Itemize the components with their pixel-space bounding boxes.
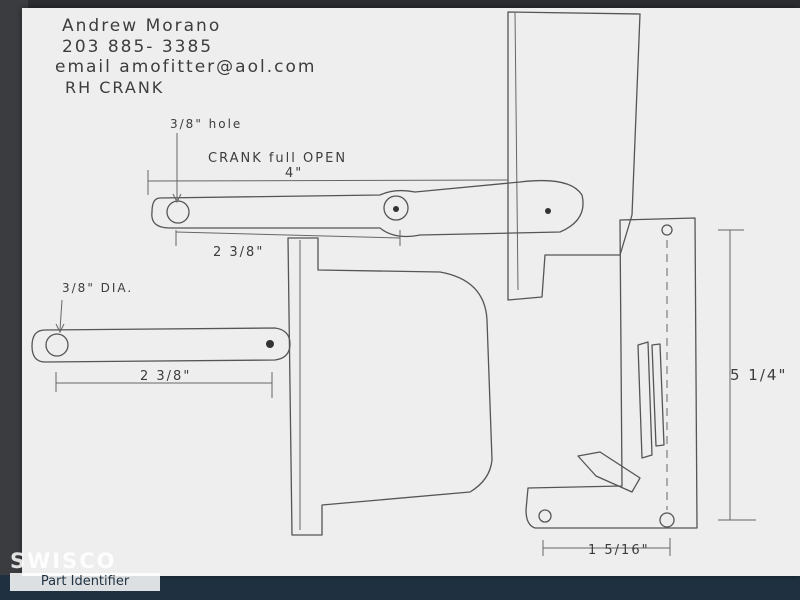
bracket-link-piece [577,451,641,493]
swisco-logo: SWISCO [10,549,117,573]
bracket-slide-right [651,343,665,447]
top-arm-hole-large [166,200,190,224]
top-arm-pivot-boss [383,195,409,221]
top-hole-note: 3/8" hole [170,117,242,131]
top-span-dim-line [147,179,509,182]
rear-plate-outline [507,11,641,301]
bracket-bottom-hole [659,512,675,528]
left-dia-leader [59,299,63,331]
bracket-slide-left [637,341,653,459]
part-title: RH CRANK [65,78,164,97]
bracket-top-hole [661,224,673,236]
part-identifier-badge: Part Identifier [10,573,160,591]
left-dia-leader-arrow [55,323,65,334]
author-email: email amofitter@aol.com [55,57,316,77]
right-bracket-outline [525,217,698,529]
sketch-paper [22,8,800,576]
left-arm-pivot-hole [266,340,274,348]
bracket-height-dim-label: 5 1/4" [730,366,787,384]
top-span-dim-label: 4" [285,166,303,181]
top-arm-pivot-hole [393,206,399,212]
top-spacing-dim-line [175,231,401,239]
left-arm-hole-large [45,333,69,357]
author-name: Andrew Morano [62,16,221,36]
top-arm-end-hole [545,208,551,214]
housing-plate-outline [287,237,493,536]
left-crank-arm-outline [31,327,291,363]
top-hole-leader-arrow [172,193,182,204]
rear-plate-edge [514,11,519,291]
top-crank-arm-outline [151,179,584,238]
bracket-width-dim-label: 1 5/16" [588,543,650,558]
author-phone: 203 885- 3385 [62,37,213,57]
crank-open-label: CRANK full OPEN [208,151,347,166]
left-spacing-dim-label: 2 3/8" [140,369,191,384]
bracket-foot-hole [538,509,552,523]
top-spacing-dim-label: 2 3/8" [213,245,264,260]
left-dia-note: 3/8" DIA. [62,281,133,295]
